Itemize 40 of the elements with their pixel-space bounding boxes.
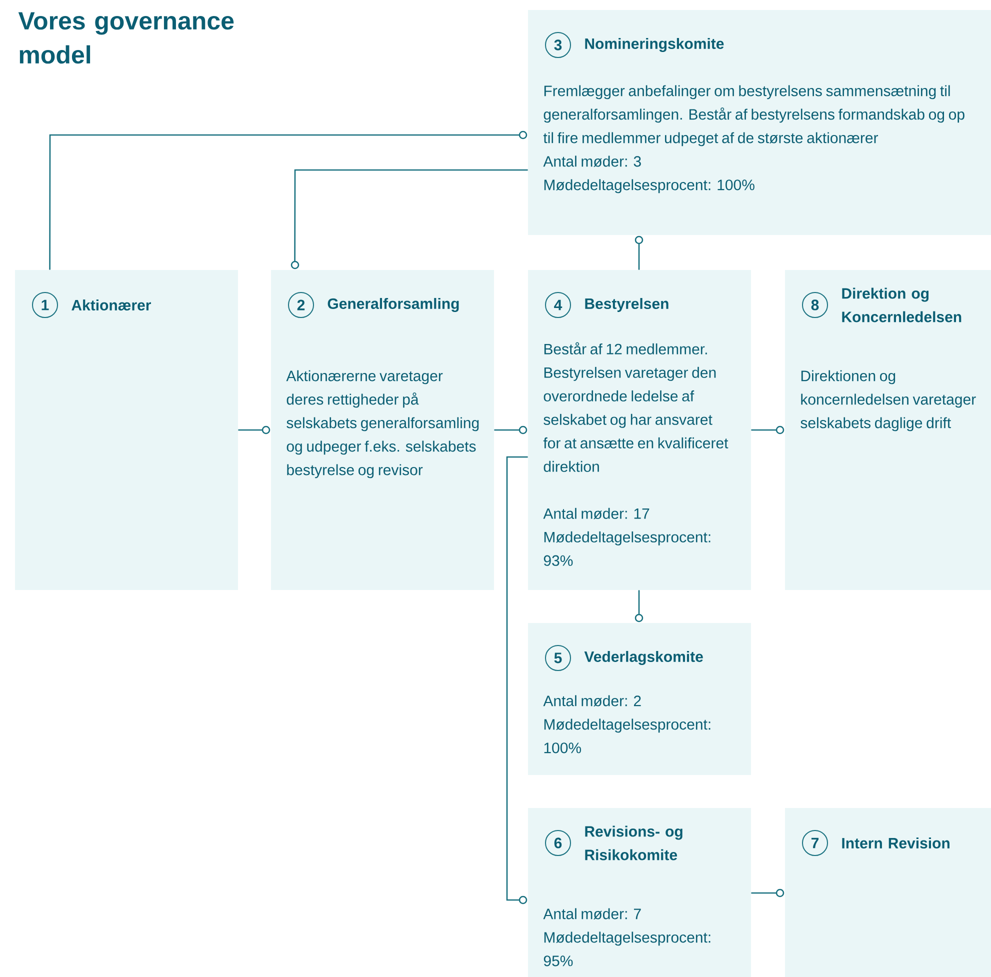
box-text: Fremlægger anbefalinger om bestyrelsens sammensætning til generalforsamlingen. Består af bestyrelsens formandskab og op til fire medlemmer udpeget af de største aktionærer Antal møder: 3 Mødedeltagelsesprocent: 100% [543,85,964,194]
number-badge: 6 [545,830,571,856]
connector-line [751,426,784,434]
number-badge: 5 [545,645,571,671]
connector-line [506,456,528,904]
connector-line [634,236,644,270]
connector-line [494,426,528,434]
connector-line [634,590,644,622]
number-badge: 7 [802,830,828,856]
box-text: Antal møder: 7 Mødedeltagelsesprocent: 95% [543,908,710,966]
governance-box [528,623,751,775]
box-text: Aktionærerne varetager deres rettigheder på selskabets generalforsamling og udpeger f.eks. selskabets bestyrelse og revisor [286,370,479,478]
page-title: Vores governance model [18,12,234,64]
box-heading: Intern Revision [842,838,950,848]
number-badge: 3 [545,32,571,58]
governance-box [528,270,751,590]
governance-box [785,270,991,590]
box-heading: Aktionærer [72,300,151,310]
number-badge: 4 [545,292,571,318]
box-text: Består af 12 medlemmer. Bestyrelsen varetager den overordnede ledelse af selskabet og har ansvaret for at ansætte en kvalificeret direktion Antal møder: 17 Mødedeltagelsesprocent: 93% [543,342,728,566]
governance-box [785,808,991,977]
box-heading: Vederlagskomite [584,650,703,666]
number-badge: 8 [802,292,828,318]
governance-box [528,808,751,977]
governance-box [271,270,494,590]
box-heading: Revisions- og Risikokomite [585,826,682,860]
connector-line [751,888,784,898]
box-text: Direktionen og koncernledelsen varetager selskabets daglige drift [800,370,976,432]
governance-box [528,10,991,235]
number-badge: 1 [32,292,58,318]
box-heading: Generalforsamling [328,298,459,312]
number-badge: 2 [288,292,314,318]
box-heading: Bestyrelsen [585,298,668,312]
governance-box [15,270,238,590]
box-heading: Nomineringskomite [585,38,724,52]
connector-line [290,169,528,270]
connector-line [238,426,270,434]
box-heading: Direktion og Koncernledelsen [842,288,962,322]
box-text: Antal møder: 2 Mødedeltagelsesprocent: 100% [543,695,710,754]
connector-line [49,130,528,270]
